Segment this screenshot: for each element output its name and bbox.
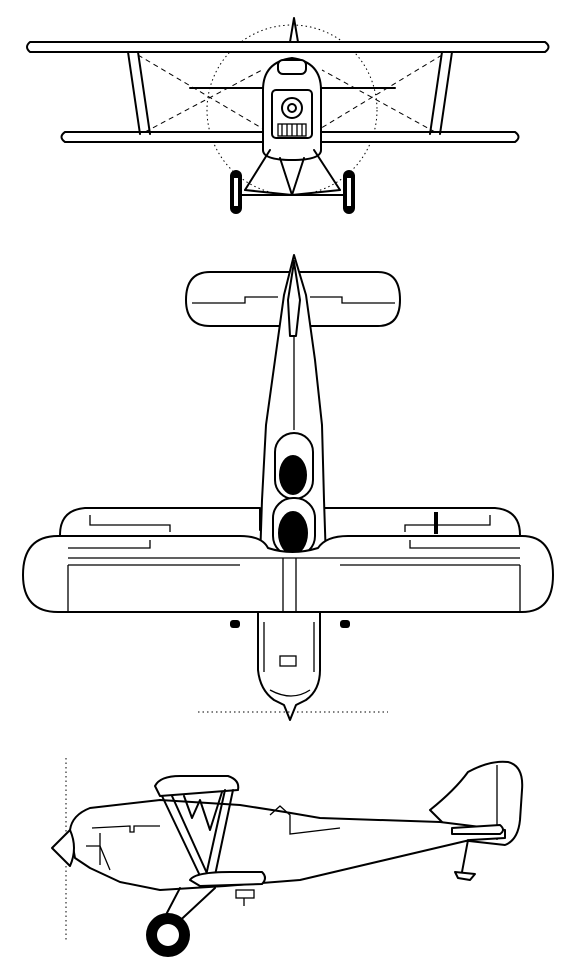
spinner (51, 829, 75, 867)
side-view (51, 758, 524, 957)
tailplane-side (451, 824, 504, 835)
front-cockpit (272, 497, 316, 557)
interplane-struts (127, 51, 453, 135)
propeller-disc (206, 24, 378, 196)
wheel-right-top (340, 620, 350, 628)
struts-side (161, 789, 234, 881)
front-view (26, 17, 550, 214)
wheel-left (230, 170, 242, 214)
fin-top (287, 261, 301, 337)
wheel-right (343, 170, 355, 214)
fuselage-front (262, 57, 322, 161)
cockpit-side (269, 805, 341, 835)
fuselage-side (69, 799, 506, 891)
upper-wing (26, 41, 550, 53)
undercarriage-front (239, 149, 346, 196)
main-wheel (146, 913, 190, 957)
upper-wing-side (154, 775, 240, 797)
pitot-tube (434, 512, 438, 534)
lower-wing-side (189, 871, 266, 887)
cowl-detail (86, 825, 160, 871)
tailskid (454, 839, 476, 881)
upper-wing-detail (67, 540, 521, 612)
aileron-lines (89, 515, 491, 532)
top-view (22, 254, 554, 721)
fin-front (289, 17, 299, 43)
wheel-left-top (230, 620, 240, 628)
engine-cowl-detail (263, 622, 315, 697)
upper-wing-top (22, 535, 554, 613)
rear-cockpit (274, 432, 314, 500)
elevator-lines (192, 296, 395, 304)
bracing-wires (137, 54, 443, 133)
